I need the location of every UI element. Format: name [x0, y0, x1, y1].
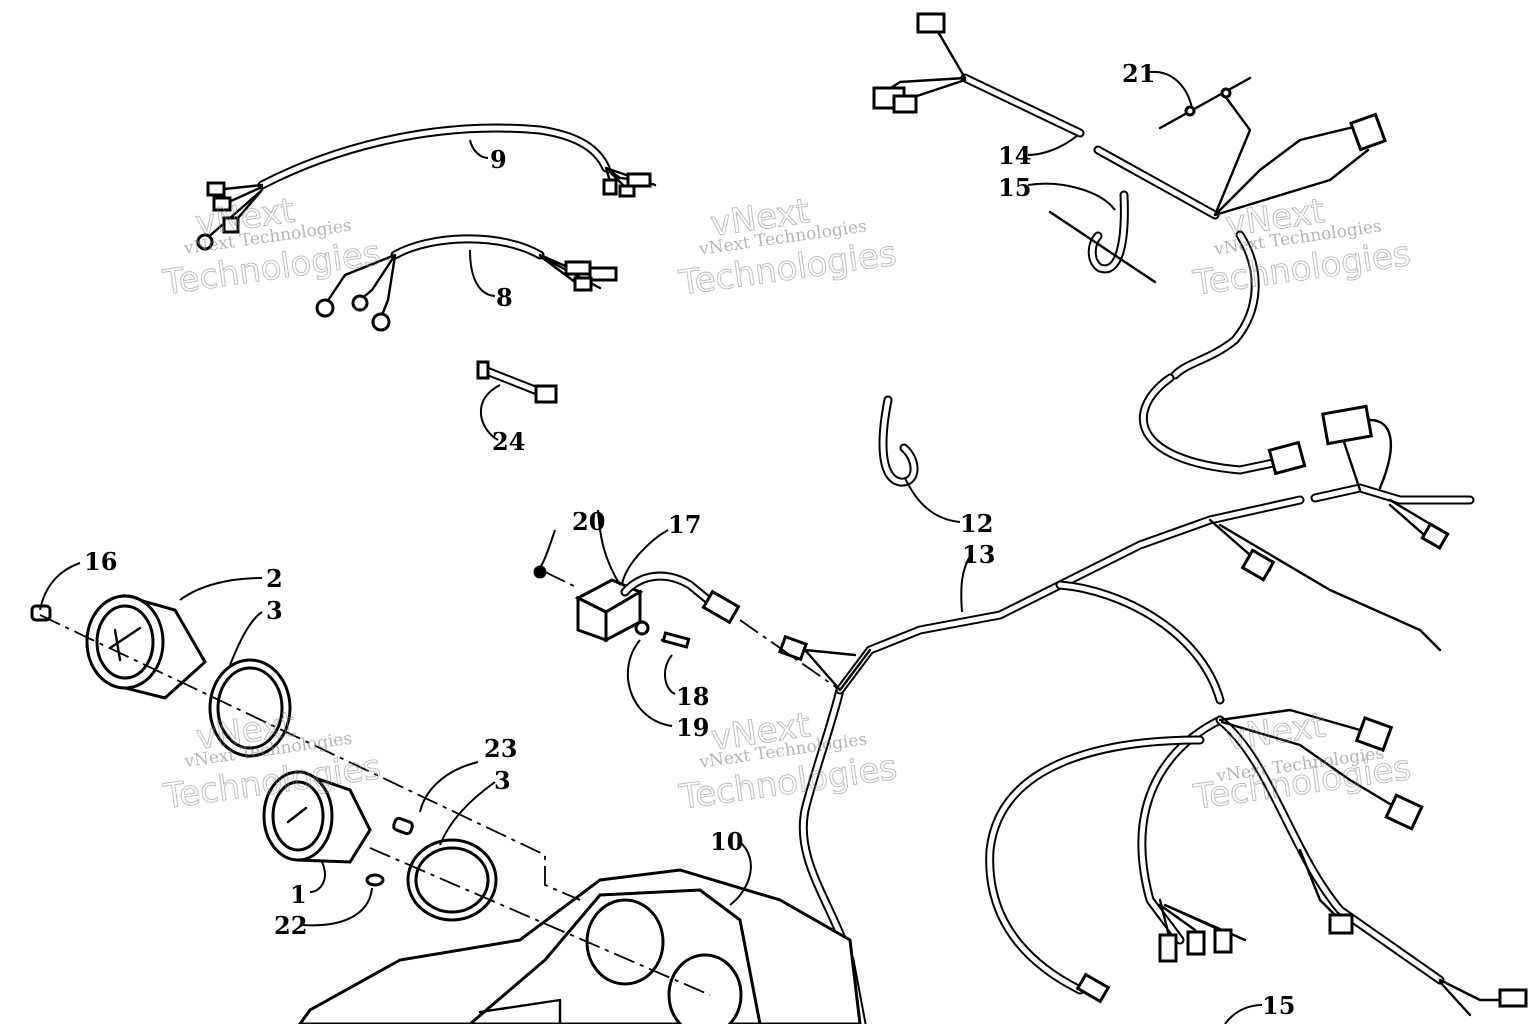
callout-3-lower: 3	[494, 766, 511, 795]
gauge-1-speedometer	[262, 769, 372, 864]
callout-1: 1	[290, 880, 307, 909]
part-17-bracket	[533, 565, 741, 649]
callout-15-bottom: 15	[1262, 991, 1295, 1020]
harness-14-lower	[1139, 230, 1307, 476]
callout-19: 19	[676, 713, 709, 742]
watermark-top-center: vNext Technologies vNext Technologies	[676, 191, 900, 304]
callout-21: 21	[1122, 59, 1155, 88]
callout-20: 20	[572, 507, 605, 536]
callout-2: 2	[266, 564, 283, 593]
alignment-lines	[39, 571, 841, 996]
watermark-big-prefix: vNext	[1224, 705, 1328, 758]
callout-labels: 9 8 24 14 15 21 12 13 20 17 18 19 16 2 3…	[84, 59, 1295, 1020]
ring-3-upper	[208, 658, 292, 758]
callout-12: 12	[960, 509, 993, 538]
callout-18: 18	[676, 682, 709, 711]
watermark-bottom-center: vNext Technologies vNext Technologies	[676, 705, 900, 818]
clamp-15-top	[1048, 190, 1157, 284]
gauge-2-tachometer	[85, 594, 207, 700]
part-24-adapter-wire	[476, 360, 558, 404]
clamp-12	[878, 395, 919, 487]
callout-8: 8	[496, 283, 513, 312]
dash-panel-10	[298, 868, 862, 1024]
watermark-top-right: vNext Technologies vNext Technologies	[1190, 191, 1414, 305]
watermark-top-left: vNext Technologies vNext Technologies	[160, 190, 384, 304]
watermark-bottom-right: vNext Technologies vNext Technologies	[1190, 705, 1414, 819]
callout-13: 13	[962, 540, 995, 569]
ring-3-lower	[406, 838, 498, 922]
callout-9: 9	[490, 145, 507, 174]
callout-22: 22	[274, 911, 307, 940]
callout-14: 14	[998, 141, 1031, 170]
main-harness-13	[778, 404, 1528, 1024]
part-22	[365, 873, 385, 887]
harness-8	[315, 234, 618, 332]
callout-17: 17	[668, 510, 701, 539]
callout-3-upper: 3	[266, 596, 283, 625]
harness-14	[872, 12, 1387, 220]
callout-23: 23	[484, 734, 517, 763]
callout-24: 24	[492, 427, 525, 456]
callout-15-top: 15	[998, 173, 1031, 202]
callout-16: 16	[84, 547, 117, 576]
bulb-23	[392, 816, 414, 836]
leader-lines	[39, 70, 1263, 1024]
harness-9	[196, 123, 657, 251]
callout-10: 10	[710, 827, 743, 856]
